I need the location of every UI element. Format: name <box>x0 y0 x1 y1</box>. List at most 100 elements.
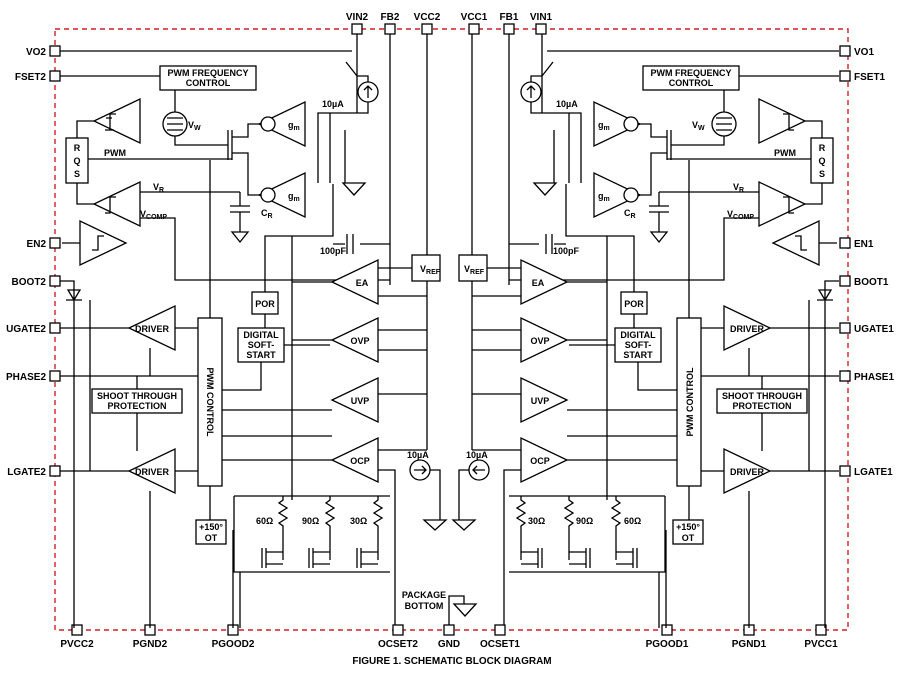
label-lgate2: LGATE2 <box>7 467 46 478</box>
pin-gnd <box>443 624 455 636</box>
ot-label-1: +150° <box>199 522 223 532</box>
label-fset1: FSET1 <box>854 72 886 83</box>
vcomp-label-2: VCOMP <box>140 209 167 221</box>
package-bottom: PACKAGE BOTTOM <box>402 590 478 625</box>
pin-fb1 <box>503 23 515 35</box>
shoot-label-1: SHOOT THROUGH <box>97 391 177 401</box>
label-fb1: FB1 <box>500 12 519 23</box>
shoot-label-1-r: SHOOT THROUGH <box>722 391 802 401</box>
cr-label-1: CR <box>624 208 636 220</box>
driver-upper-1: DRIVER <box>730 324 765 334</box>
label-boot2: BOOT2 <box>12 277 47 288</box>
label-pgnd2: PGND2 <box>133 639 168 650</box>
pwm-control-label-2: PWM CONTROL <box>205 368 215 437</box>
pkg-label-1: PACKAGE <box>402 590 446 600</box>
pin-lgate2 <box>49 465 61 477</box>
uvp-label-1: UVP <box>531 396 550 406</box>
pin-en2 <box>49 237 61 249</box>
pwm-freq-label-1-r: PWM FREQUENCY <box>651 68 732 78</box>
pin-vin2 <box>351 23 363 35</box>
pin-boot2 <box>49 275 61 287</box>
ot-label-2: OT <box>205 533 218 543</box>
pin-vcc2 <box>421 23 433 35</box>
por-label: POR <box>255 299 275 309</box>
pin-ocset1 <box>494 624 506 636</box>
label-fset2: FSET2 <box>15 72 47 83</box>
pin-en1 <box>839 237 851 249</box>
ocp-label-2: OCP <box>350 456 370 466</box>
ot-label-2-r: OT <box>682 533 695 543</box>
label-en1: EN1 <box>854 239 874 250</box>
pin-pvcc1 <box>815 624 827 636</box>
label-fb2: FB2 <box>381 12 400 23</box>
right-pins: VO1 FSET1 EN1 BOOT1 UGATE1 PHASE1 LGATE1 <box>839 45 894 478</box>
label-pgnd1: PGND1 <box>732 639 767 650</box>
dss-label-1-r: DIGITAL <box>620 330 656 340</box>
gm-lower-1: gm <box>598 191 610 203</box>
dss-label-2-r: SOFT- <box>625 340 652 350</box>
label-ugate2: UGATE2 <box>6 324 46 335</box>
label-pgood1: PGOOD1 <box>646 639 689 650</box>
vr-label-1: VR <box>733 182 744 194</box>
rqs-r-r: R <box>819 143 826 153</box>
channel-1-labels: PWM FREQUENCY CONTROL R Q S PWM VW VR VC… <box>464 68 826 543</box>
pin-ugate1 <box>839 322 851 334</box>
r60-2: 60Ω <box>256 516 273 526</box>
label-en2: EN2 <box>27 239 47 250</box>
cap-100pf-2: 100pF <box>320 246 347 256</box>
label-vo2: VO2 <box>26 47 46 58</box>
ea-label-1: EA <box>532 278 545 288</box>
vref-label-1: VREF <box>464 264 485 276</box>
por-label-r: POR <box>624 299 644 309</box>
rqs-r: R <box>74 143 81 153</box>
cr-label-2: CR <box>261 208 273 220</box>
pin-fset2 <box>49 70 61 82</box>
ocp-label-1: OCP <box>530 456 550 466</box>
ovp-label-1: OVP <box>530 336 549 346</box>
r90-1: 90Ω <box>576 516 593 526</box>
pin-vo1 <box>839 45 851 57</box>
pin-ocset2 <box>392 624 404 636</box>
pin-vo2 <box>49 45 61 57</box>
vcomp-label-1: VCOMP <box>727 209 754 221</box>
r30-1: 30Ω <box>528 516 545 526</box>
label-ugate1: UGATE1 <box>854 324 894 335</box>
pwm-frequency-control-2 <box>159 65 257 91</box>
rqs-s-r: S <box>819 169 825 179</box>
uvp-label-2: UVP <box>351 396 370 406</box>
label-pvcc1: PVCC1 <box>804 639 838 650</box>
label-phase1: PHASE1 <box>854 372 894 383</box>
pin-lgate1 <box>839 465 851 477</box>
label-gnd: GND <box>438 639 460 650</box>
channel-2: PWM FREQUENCY CONTROL R Q S PWM VW VR VC… <box>60 34 448 628</box>
channel-1 <box>451 34 839 628</box>
label-ocset1: OCSET1 <box>480 639 520 650</box>
pwm-label-1: PWM <box>774 148 796 158</box>
pkg-label-2: BOTTOM <box>405 601 444 611</box>
label-vcc2: VCC2 <box>414 12 441 23</box>
label-vcc1: VCC1 <box>461 12 488 23</box>
vref-label-2: VREF <box>420 264 441 276</box>
label-vin1: VIN1 <box>530 12 553 23</box>
top-pins: VIN2 FB2 VCC2 VCC1 FB1 VIN1 <box>346 12 553 35</box>
vw-label-1: VW <box>692 120 705 132</box>
label-boot1: BOOT1 <box>854 277 889 288</box>
cap-100pf-1: 100pF <box>553 246 580 256</box>
left-pins: VO2 FSET2 EN2 BOOT2 UGATE2 PHASE2 LGATE2 <box>6 45 61 478</box>
gm-upper-1: gm <box>598 120 610 132</box>
rqs-s: S <box>74 169 80 179</box>
pwm-label-2: PWM <box>104 148 126 158</box>
pwm-freq-label-2-r: CONTROL <box>669 78 714 88</box>
r90-2: 90Ω <box>302 516 319 526</box>
dss-label-3-r: START <box>623 350 653 360</box>
driver-lower-1: DRIVER <box>730 467 765 477</box>
label-phase2: PHASE2 <box>6 372 46 383</box>
r30-2: 30Ω <box>350 516 367 526</box>
pin-boot1 <box>839 275 851 287</box>
vw-label-2: VW <box>188 120 201 132</box>
label-pvcc2: PVCC2 <box>60 639 94 650</box>
r60-1: 60Ω <box>624 516 641 526</box>
pin-pgood1 <box>661 624 673 636</box>
driver-upper-2: DRIVER <box>135 324 170 334</box>
